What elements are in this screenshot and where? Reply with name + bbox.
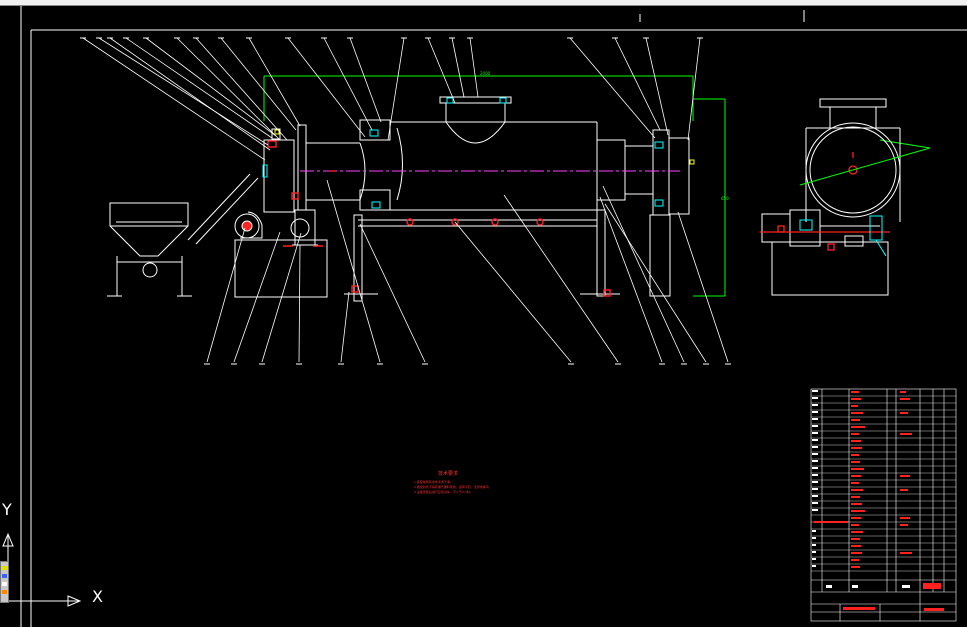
leader-lines [82, 37, 729, 363]
technical-note-line: 3.设备安装后进行空载试车，不少于2小时。 [414, 490, 473, 494]
left-palette-strip[interactable] [0, 561, 9, 603]
technical-notes: 技术要求 1.装配前所有零件清洗干净。 2.各密封处不得有漏气漏料现象，运转平稳… [414, 472, 492, 495]
motor-base [234, 209, 328, 298]
top-toolbar-strip [0, 0, 967, 6]
svg-text:2000: 2000 [480, 71, 491, 76]
drawing-canvas[interactable]: 2000 650 [0, 6, 967, 627]
dryer-drum [263, 96, 690, 302]
parts-list-table [810, 388, 957, 622]
ucs-x-label: X [92, 587, 103, 606]
technical-notes-title: 技术要求 [438, 471, 459, 477]
technical-note-line: 1.装配前所有零件清洗干净。 [414, 480, 453, 484]
svg-text:650: 650 [721, 196, 729, 201]
ucs-icon [2, 532, 82, 607]
drawing-border [20, 6, 967, 627]
feed-hopper [107, 173, 259, 297]
side-view [761, 98, 901, 296]
drawing-svg: 2000 650 [2, 6, 967, 627]
ucs-y-label: Y [2, 500, 12, 519]
technical-note-line: 2.各密封处不得有漏气漏料现象，运转平稳，无异常噪声。 [414, 485, 492, 489]
